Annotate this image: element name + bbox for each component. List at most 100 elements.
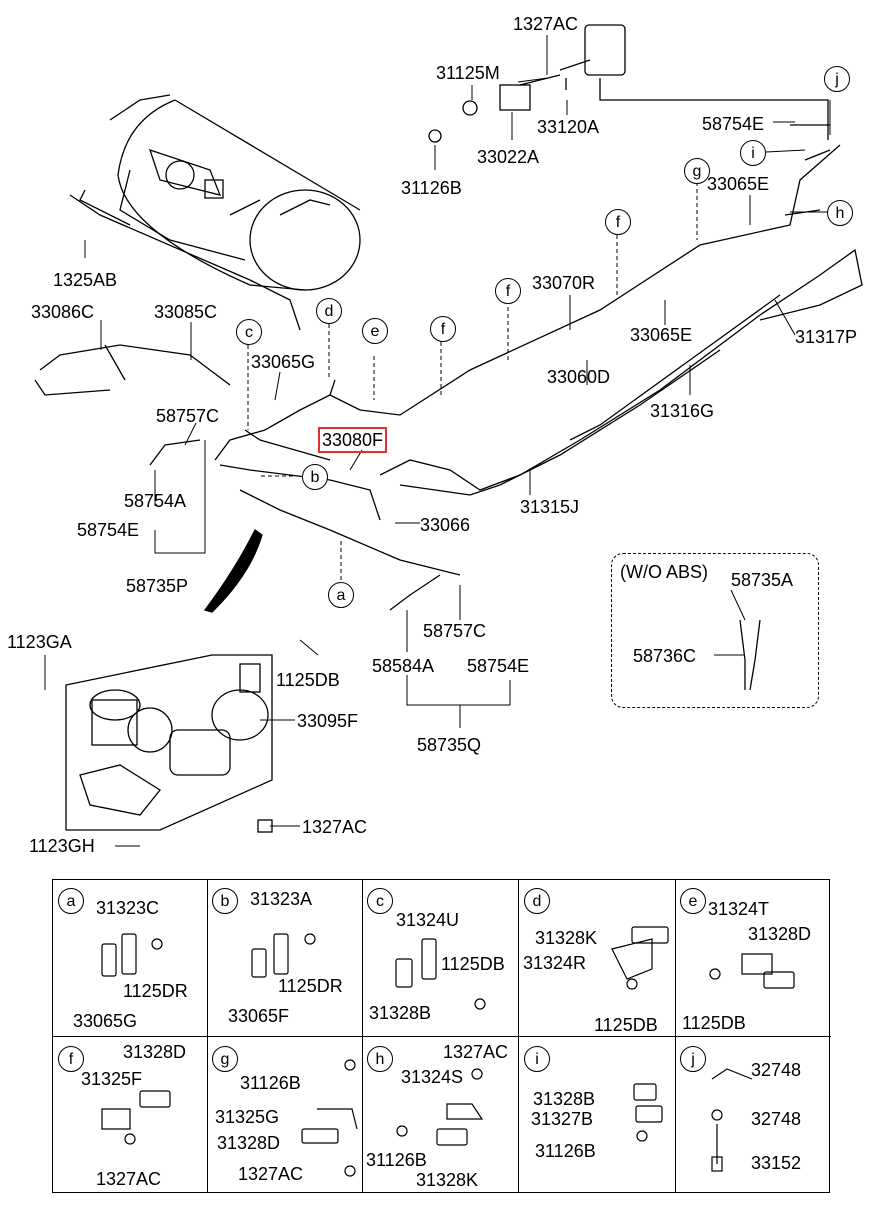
ref-circle-i: i [740, 140, 766, 166]
part-label: 31327B [531, 1109, 594, 1129]
part-label: 33065F [228, 1006, 290, 1026]
part-label: 58754E [467, 656, 530, 676]
part-label: 31328B [369, 1003, 432, 1023]
detail-letter: b [212, 888, 238, 914]
part-label: 1125DR [278, 976, 343, 996]
ref-circle-h: h [827, 200, 853, 226]
part-label: 31315J [520, 497, 580, 517]
detail-cell-j: j 32748 32748 33152 [676, 1037, 831, 1193]
ref-circle-j: j [824, 66, 850, 92]
detail-letter: i [524, 1046, 550, 1072]
part-label: 58735A [731, 570, 794, 590]
part-label: 31323A [250, 889, 313, 909]
detail-cell-d: d 31328K 31324R 1125DB [519, 880, 676, 1037]
detail-letter: d [524, 888, 550, 914]
part-label: 1125DB [441, 954, 505, 974]
part-label: 1125DR [123, 981, 188, 1001]
part-label: 31126B [535, 1141, 596, 1161]
part-label: 58754A [124, 491, 187, 511]
part-label: 1325AB [53, 270, 118, 290]
wo-abs-title: (W/O ABS) [620, 562, 709, 582]
valve-assembly-drawing [428, 24, 829, 143]
detail-letter: c [367, 888, 393, 914]
part-label: 31328K [535, 928, 598, 948]
part-label: 58754E [702, 114, 765, 134]
fuel-lines-drawing [34, 124, 841, 691]
highlighted-part-label: 33080F [318, 427, 388, 453]
part-label: 1327AC [513, 14, 579, 34]
part-label: 58735Q [417, 735, 482, 755]
part-label: 31126B [366, 1150, 427, 1170]
detail-grid: a 31323C 1125DR 33065G b 31323A 1125DR 3… [52, 879, 831, 1193]
detail-cell-a: a 31323C 1125DR 33065G [53, 880, 208, 1037]
ref-circle-f: f [495, 278, 521, 304]
part-label: 32748 [751, 1060, 802, 1080]
part-label: 1327AC [96, 1169, 162, 1189]
part-label: 1123GH [29, 836, 95, 856]
part-label: 31325F [81, 1069, 143, 1089]
part-label: 58757C [156, 406, 220, 426]
part-label: 31328D [123, 1042, 187, 1062]
leader-lines [44, 35, 831, 847]
detail-letter: h [367, 1046, 393, 1072]
detail-letter: f [58, 1046, 84, 1072]
part-label: 58584A [372, 656, 435, 676]
part-label: 33065G [73, 1011, 138, 1031]
part-label: 33060D [547, 367, 611, 387]
ref-circle-d: d [316, 298, 342, 324]
part-label: 33065E [630, 325, 693, 345]
ref-circle-f: f [430, 316, 456, 342]
ref-circle-g: g [684, 158, 710, 184]
part-label: 1125DB [682, 1013, 746, 1033]
part-label: 1125DB [594, 1015, 658, 1035]
part-label: 58757C [423, 621, 487, 641]
detail-cell-f: f 31328D 31325F 1327AC [53, 1037, 208, 1193]
fuel-tank-drawing [69, 94, 361, 331]
part-label: 31316G [650, 401, 715, 421]
chassis-rails-drawing [379, 248, 863, 496]
part-label: 31325G [215, 1107, 280, 1127]
part-label: 33065G [251, 352, 316, 372]
part-label: 1327AC [443, 1042, 509, 1062]
detail-letter: a [58, 888, 84, 914]
part-label: 31324S [401, 1067, 464, 1087]
ref-circle-f: f [605, 209, 631, 235]
part-label: 31328D [748, 924, 812, 944]
part-label: 33065E [707, 174, 770, 194]
part-label: 1123GA [7, 632, 72, 652]
part-label: 31324T [708, 899, 770, 919]
part-label: 33022A [477, 147, 540, 167]
part-label: 31328B [533, 1089, 596, 1109]
part-label: 33095F [297, 711, 359, 731]
part-label: 31324U [396, 910, 460, 930]
part-label: 31324R [523, 953, 587, 973]
detail-letter: j [680, 1046, 706, 1072]
part-label: 31126B [240, 1073, 301, 1093]
part-label: 33085C [154, 302, 218, 322]
part-label: 31125M [436, 63, 500, 83]
part-label: 33120A [537, 117, 600, 137]
ref-circle-a: a [328, 582, 354, 608]
part-label: 33070R [532, 273, 596, 293]
part-label: 31317P [795, 327, 858, 347]
harness-sweep-shape [203, 529, 263, 613]
part-label: 31126B [401, 178, 462, 198]
part-label: 33086C [31, 302, 95, 322]
detail-cell-h: h 1327AC 31324S 31126B 31328K [363, 1037, 519, 1193]
part-label: 1327AC [302, 817, 368, 837]
part-label: 31323C [96, 898, 160, 918]
part-label: 33066 [420, 515, 471, 535]
wo-abs-box [611, 553, 819, 708]
part-label: 32748 [751, 1109, 802, 1129]
detail-cell-i: i 31328B 31327B 31126B [519, 1037, 676, 1193]
ref-circle-b: b [302, 464, 328, 490]
detail-cell-e: e 31324T 31328D 1125DB [676, 880, 831, 1037]
part-label: 1327AC [238, 1164, 304, 1184]
detail-cell-c: c 31324U 1125DB 31328B [363, 880, 519, 1037]
ref-circle-c: c [236, 319, 262, 345]
ref-circle-e: e [362, 318, 388, 344]
part-label: 33152 [751, 1153, 802, 1173]
part-label: 58754E [77, 520, 140, 540]
part-label: 31328D [217, 1133, 281, 1153]
